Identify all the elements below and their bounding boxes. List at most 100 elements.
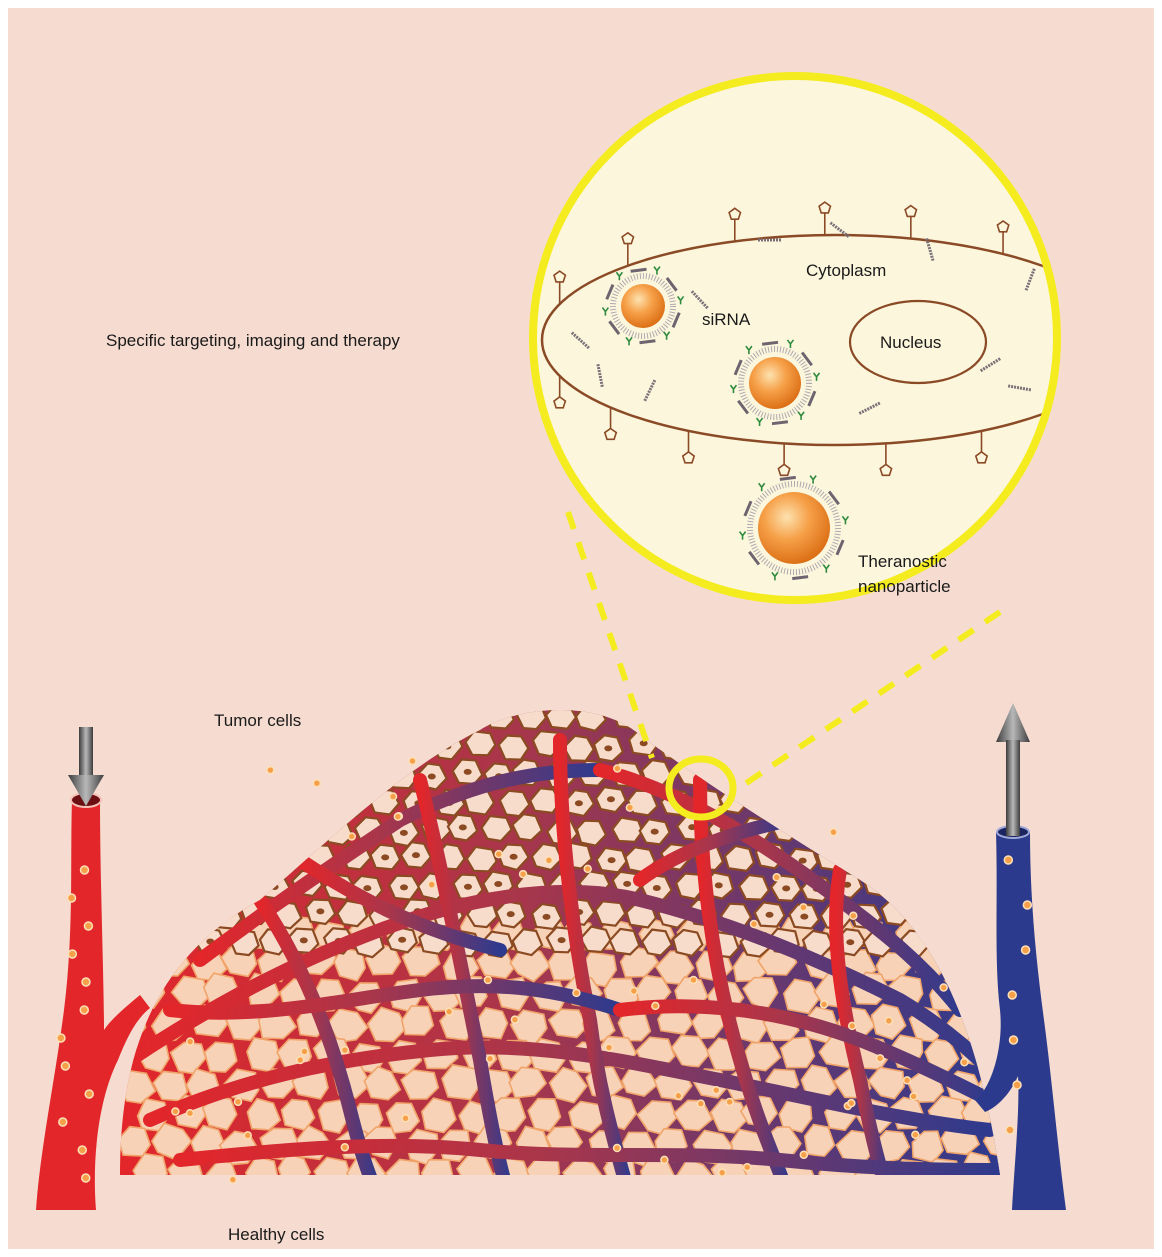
circulating-nanoparticle: [81, 866, 89, 874]
tumor-cell-nucleus: [464, 884, 472, 890]
circulating-nanoparticle: [313, 780, 320, 787]
circulating-nanoparticle: [821, 1001, 828, 1008]
circulating-nanoparticle: [186, 1110, 193, 1117]
circulating-nanoparticle: [520, 871, 527, 878]
circulating-nanoparticle: [800, 904, 807, 911]
circulating-nanoparticle: [402, 1115, 409, 1122]
circulating-nanoparticle: [495, 851, 502, 858]
circulating-nanoparticle: [267, 767, 274, 774]
circulating-nanoparticle: [511, 1016, 518, 1023]
circulating-nanoparticle: [961, 1059, 968, 1066]
circulating-nanoparticle: [487, 1055, 494, 1062]
tumor-cell-nucleus: [381, 854, 389, 860]
circulating-nanoparticle: [573, 989, 580, 996]
circulating-nanoparticle: [719, 1169, 726, 1176]
circulating-nanoparticle: [297, 1057, 304, 1064]
circulating-nanoparticle: [428, 881, 435, 888]
circulating-nanoparticle: [912, 1131, 919, 1138]
circulating-nanoparticle: [773, 874, 780, 881]
tumor-cell-nucleus: [766, 912, 774, 918]
tumor-cell-nucleus: [715, 882, 723, 888]
circulating-nanoparticle: [244, 1132, 251, 1139]
circulating-nanoparticle: [910, 1093, 917, 1100]
tumor-cell-nucleus: [428, 774, 436, 780]
circulating-nanoparticle: [690, 976, 697, 983]
tumor-cell-nucleus: [316, 908, 324, 914]
tumor-cell-nucleus: [543, 914, 551, 920]
circulating-nanoparticle: [545, 857, 552, 864]
tumor-cell-nucleus: [651, 829, 659, 835]
circulating-nanoparticle: [850, 912, 857, 919]
healthy-cells-label: Healthy cells: [228, 1225, 324, 1244]
circulating-nanoparticle: [584, 865, 591, 872]
circulating-nanoparticle: [652, 1002, 659, 1009]
tumor-cell-nucleus: [623, 881, 631, 887]
nucleus-label: Nucleus: [880, 333, 941, 352]
tumor-cell-nucleus: [459, 824, 467, 830]
circulating-nanoparticle: [750, 921, 757, 928]
circulating-nanoparticle: [1004, 856, 1012, 864]
nanoparticle-label-line2: nanoparticle: [858, 577, 951, 596]
circulating-nanoparticle: [800, 1151, 807, 1158]
tumor-cell-nucleus: [412, 852, 420, 858]
circulating-nanoparticle: [187, 1038, 194, 1045]
heading-label: Specific targeting, imaging and therapy: [106, 331, 400, 350]
tumor-cell-nucleus: [400, 830, 408, 836]
circulating-nanoparticle: [1006, 1126, 1014, 1134]
circulating-nanoparticle: [1009, 1036, 1017, 1044]
circulating-nanoparticle: [85, 1090, 93, 1098]
circulating-nanoparticle: [234, 1098, 241, 1105]
circulating-nanoparticle: [614, 765, 621, 772]
tumor-cell-nucleus: [510, 854, 518, 860]
circulating-nanoparticle: [341, 1144, 348, 1151]
circulating-nanoparticle: [849, 1022, 856, 1029]
circulating-nanoparticle: [301, 1048, 308, 1055]
circulating-nanoparticle: [697, 1100, 704, 1107]
tumor-cell: [499, 736, 529, 760]
circulating-nanoparticle: [885, 1017, 892, 1024]
circulating-nanoparticle: [675, 1092, 682, 1099]
circulating-nanoparticle: [84, 922, 92, 930]
circulating-nanoparticle: [1008, 991, 1016, 999]
circulating-nanoparticle: [348, 833, 355, 840]
tumor-cell-nucleus: [800, 914, 808, 920]
circulating-nanoparticle: [904, 1077, 911, 1084]
cytoplasm-label: Cytoplasm: [806, 261, 886, 280]
circulating-nanoparticle: [341, 1047, 348, 1054]
circulating-nanoparticle: [1022, 946, 1030, 954]
circulating-nanoparticle: [390, 793, 397, 800]
circulating-nanoparticle: [726, 1098, 733, 1105]
circulating-nanoparticle: [1023, 901, 1031, 909]
circulating-nanoparticle: [606, 1044, 613, 1051]
tumor-cell-nucleus: [604, 745, 612, 751]
circulating-nanoparticle: [229, 1176, 236, 1183]
sirna-label: siRNA: [702, 310, 751, 329]
circulating-nanoparticle: [626, 804, 633, 811]
circulating-nanoparticle: [59, 1118, 67, 1126]
tumor-cells-label: Tumor cells: [214, 711, 301, 730]
tumor-cell-nucleus: [608, 857, 616, 863]
circulating-nanoparticle: [172, 1108, 179, 1115]
circulating-nanoparticle: [713, 1087, 720, 1094]
circulating-nanoparticle: [661, 1156, 668, 1163]
tumor-cell-nucleus: [575, 800, 583, 806]
tumor-cell-nucleus: [300, 937, 308, 943]
circulating-nanoparticle: [630, 987, 637, 994]
circulating-nanoparticle: [1013, 1081, 1021, 1089]
tumor-cell-nucleus: [558, 937, 566, 943]
tumor-cell-nucleus: [607, 796, 615, 802]
circulating-nanoparticle: [68, 950, 76, 958]
circulating-nanoparticle: [409, 758, 416, 765]
tumor-cell-nucleus: [653, 885, 661, 891]
nanoparticle-label-line1: Theranostic: [858, 552, 947, 571]
circulating-nanoparticle: [848, 1100, 855, 1107]
tumor-cell-nucleus: [494, 881, 502, 887]
circulating-nanoparticle: [877, 1055, 884, 1062]
circulating-nanoparticle: [82, 978, 90, 986]
circulating-nanoparticle: [830, 829, 837, 836]
circulating-nanoparticle: [940, 984, 947, 991]
circulating-nanoparticle: [446, 1008, 453, 1015]
tumor-cell-nucleus: [363, 885, 371, 891]
tumor-cell-nucleus: [400, 884, 408, 890]
circulating-nanoparticle: [80, 1006, 88, 1014]
